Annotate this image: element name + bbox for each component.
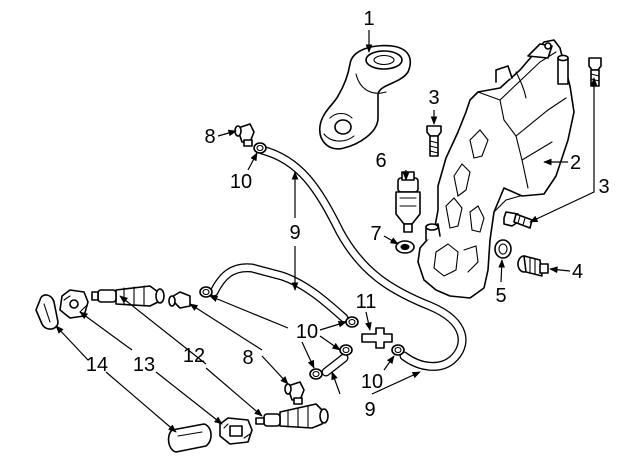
nozzle-bracket-right — [219, 417, 253, 445]
callout-3-right: 3 — [598, 176, 609, 198]
elbow-connector-upper — [234, 123, 255, 147]
callout-3-upper: 3 — [428, 87, 439, 109]
washer-pump — [395, 171, 421, 233]
callout-1: 1 — [363, 8, 374, 30]
bolt-upper — [426, 125, 442, 157]
callout-8-lower: 8 — [242, 347, 253, 369]
callout-4: 4 — [572, 261, 583, 283]
callout-14: 14 — [86, 354, 108, 376]
callout-9-lower: 9 — [364, 399, 375, 421]
hose-long — [257, 145, 467, 371]
callout-11: 11 — [356, 291, 377, 313]
nozzle-cover-right — [167, 423, 212, 453]
pump-grommet — [395, 240, 415, 254]
elbow-connector-mid — [168, 291, 191, 309]
hose-stub — [321, 353, 349, 377]
callout-2: 2 — [570, 152, 581, 174]
washer-reservoir — [417, 39, 575, 299]
callout-7: 7 — [370, 223, 381, 245]
callout-6: 6 — [375, 150, 386, 172]
hose-clamp-b — [199, 286, 213, 298]
level-sensor — [517, 255, 549, 277]
washer-nozzle-lower — [255, 403, 329, 429]
elbow-connector-lower — [284, 381, 305, 405]
callout-13: 13 — [133, 354, 155, 376]
nozzle-cover-left — [35, 294, 59, 330]
callout-10-right: 10 — [361, 371, 383, 393]
leader-lines — [55, 30, 598, 433]
grommet — [494, 239, 512, 259]
hose-clamp-c — [345, 316, 359, 328]
callout-5: 5 — [495, 285, 506, 307]
bolt-right-lower — [503, 211, 533, 229]
nozzle-bracket-left — [59, 289, 89, 319]
callout-8-upper: 8 — [204, 126, 215, 148]
callout-9-upper: 9 — [289, 222, 300, 244]
hose-clamp-a — [253, 142, 267, 154]
hose-short — [209, 263, 349, 323]
bolt-right-top — [588, 57, 602, 87]
callout-12: 12 — [183, 345, 205, 367]
hose-clamp-d — [339, 344, 353, 356]
callout-10-middle: 10 — [296, 321, 318, 343]
filler-neck — [319, 44, 412, 150]
callout-10-upper: 10 — [230, 171, 252, 193]
hose-clamp-e — [309, 368, 323, 380]
t-connector — [361, 327, 393, 349]
hose-clamp-f — [391, 344, 405, 356]
